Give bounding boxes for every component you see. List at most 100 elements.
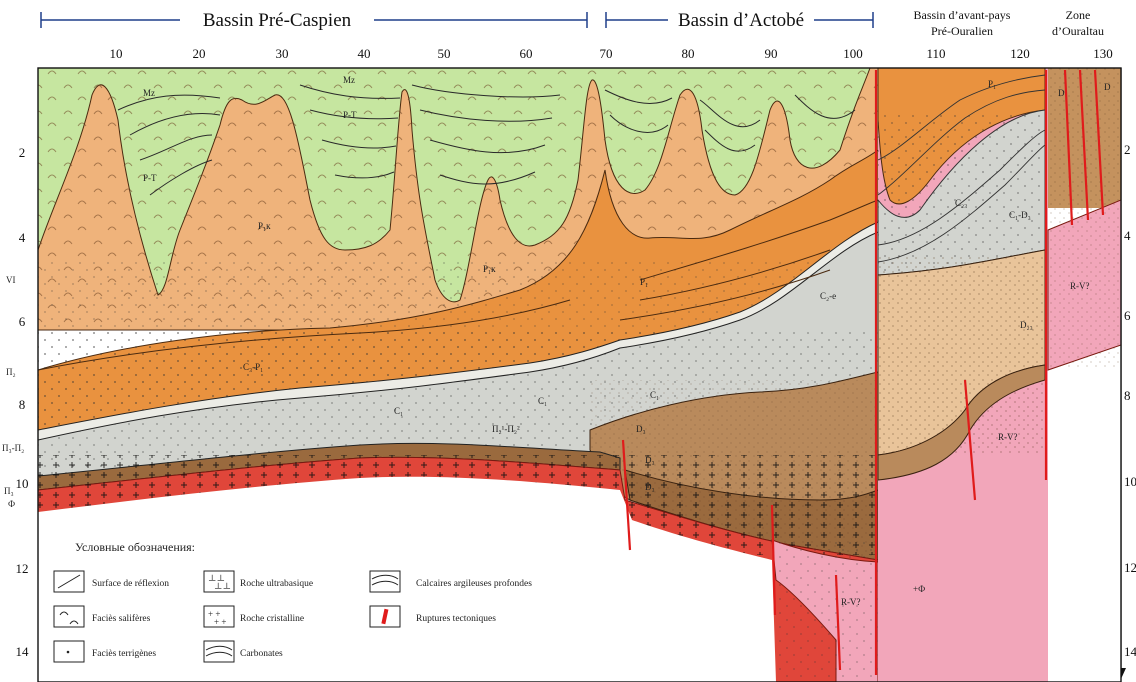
y-axis-left: 2 4 6 8 10 12 14 VI П₂ П₃-П₂ П₃ Ф (2, 145, 29, 659)
x-tick: 130 (1093, 46, 1113, 61)
basin-title-aktobe: Bassin d’Actobé (678, 10, 804, 31)
svg-text:+ +: + + (208, 609, 220, 619)
y-tick: 10 (1124, 474, 1136, 489)
unit-label: R-V? (1070, 281, 1090, 291)
x-axis: 10 20 30 40 50 60 70 80 90 100 110 120 1… (110, 46, 1113, 61)
section-frame (37, 67, 1122, 682)
legend-label: Carbonates (240, 649, 283, 659)
horizon-label: VI (6, 275, 16, 285)
legend-label: Ruptures tectoniques (416, 614, 496, 624)
terrigenous-reflections (38, 199, 879, 371)
x-tick: 30 (276, 46, 289, 61)
x-tick: 90 (765, 46, 778, 61)
x-tick: 120 (1010, 46, 1030, 61)
zone-title-line1: Zone (1066, 8, 1091, 22)
x-tick: 50 (438, 46, 451, 61)
x-tick: 80 (682, 46, 695, 61)
unit-label: P₁ (988, 79, 996, 89)
y-tick: 14 (1124, 644, 1136, 659)
y-tick: 8 (1124, 388, 1131, 403)
unit-label: C₁ (650, 390, 659, 400)
foreland-carbonate-dots (878, 110, 1048, 280)
header: Bassin Pré-Caspien Bassin d’Actobé Bassi… (40, 8, 1104, 38)
legend-label: Faciès terrigènes (92, 649, 156, 659)
unit-label: D₃ (645, 482, 655, 492)
unit-label: P₁ (640, 277, 648, 287)
basin-title-pre-caspian: Bassin Pré-Caspien (203, 10, 352, 31)
legend-label: Faciès salifères (92, 613, 151, 624)
unit-label: P₁к (258, 221, 271, 231)
legend-item-faults: Ruptures tectoniques (369, 605, 496, 628)
y-tick: 2 (1124, 142, 1131, 157)
unit-label: C₁-D₃ (1009, 210, 1031, 220)
legend-item-crystalline: + + + + Roche cristalline (203, 605, 304, 628)
legend: Условные обозначения: Surface de réflexi… (52, 532, 582, 672)
unit-label: Mz (143, 88, 155, 98)
y-tick: 6 (19, 314, 26, 329)
unit-labels: Mz Mz P-T P-T P₁к P₁к P₁ P₁ C₃-P₁ C₁ C₁ … (143, 75, 1111, 607)
basin-bracket-aktobe: Bassin d’Actobé (605, 10, 874, 31)
legend-title: Условные обозначения: (75, 540, 195, 554)
y-tick: 14 (16, 644, 30, 659)
zone-title-line2: d’Ouraltau (1052, 24, 1104, 38)
unit-label: R-V? (841, 597, 861, 607)
legend-label: Roche ultrabasique (240, 579, 313, 589)
unit-label: P-T (343, 110, 357, 120)
legend-label: Roche cristalline (240, 614, 304, 624)
x-tick: 40 (358, 46, 371, 61)
foreland-title-line2: Pré-Ouralien (931, 24, 993, 38)
svg-text:+ +: + + (214, 617, 226, 627)
legend-background (52, 532, 582, 672)
y-tick: 4 (19, 230, 26, 245)
y-tick: 12 (16, 561, 29, 576)
unit-label: Mz (343, 75, 355, 85)
y-tick: 6 (1124, 308, 1131, 323)
reflection-lines (117, 84, 856, 196)
legend-item-carbonates: Carbonates (203, 640, 283, 663)
y-tick: 12 (1124, 560, 1136, 575)
unit-label: D (1104, 82, 1111, 92)
unit-label: D₃ (636, 424, 646, 434)
unit-label: D₃ (645, 455, 655, 465)
fault-line (834, 574, 842, 671)
foreland-reflections (877, 74, 1046, 263)
horizon-label: П₃-П₂ (2, 443, 24, 453)
x-tick: 110 (926, 46, 945, 61)
fault-line (621, 439, 632, 551)
unit-label: D (1058, 88, 1065, 98)
unit-label: C₂-e (820, 291, 836, 301)
fault-icon (381, 608, 389, 625)
svg-text:┴ ┴: ┴ ┴ (214, 582, 231, 593)
unit-label: C₃-P₁ (243, 362, 263, 372)
horizon-label: П₂ (6, 367, 16, 377)
x-tick: 60 (520, 46, 533, 61)
legend-item-ultrabasic: ┴ ┴ ┴ ┴ Roche ultrabasique (203, 570, 313, 593)
x-tick: 70 (600, 46, 613, 61)
faults (621, 69, 1105, 675)
legend-label: Surface de réflexion (92, 578, 169, 589)
svg-text:┴ ┴: ┴ ┴ (208, 574, 225, 585)
x-tick: 100 (843, 46, 863, 61)
x-tick: 20 (193, 46, 206, 61)
riphean-dots (776, 540, 878, 682)
y-tick: 2 (19, 145, 26, 160)
y-tick: 10 (16, 476, 29, 491)
horizon-label: П₃ (4, 486, 14, 496)
legend-item-deep-limestone: Calcaires argileuses profondes (369, 570, 532, 593)
fault-line (963, 379, 977, 501)
ouraltau-dots (1048, 68, 1121, 368)
y-tick: 8 (19, 397, 26, 412)
unit-label: C₁ (394, 406, 403, 416)
y-tick: 4 (1124, 228, 1131, 243)
unit-label: R-V? (998, 432, 1018, 442)
legend-item-salt: Faciès salifères (53, 605, 151, 628)
fault-line (770, 504, 777, 616)
unit-label: D₂₃ (1020, 320, 1033, 330)
basin-bracket-pre-caspian: Bassin Pré-Caspien (40, 10, 588, 31)
unit-label: +Ф (913, 584, 925, 594)
unit-label: P-T (143, 173, 157, 183)
unit-label: П₂¹-П₂² (492, 424, 520, 434)
unit-label: C₁ (538, 396, 547, 406)
x-tick: 10 (110, 46, 123, 61)
